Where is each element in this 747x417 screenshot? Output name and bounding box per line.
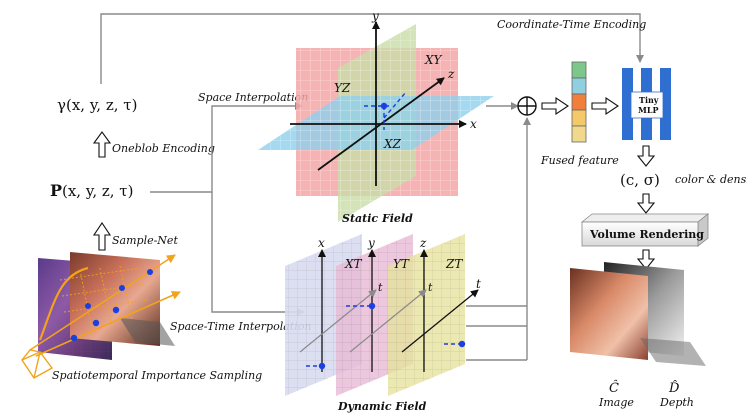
mlp-to-output-arrow xyxy=(636,145,656,167)
dyn-axis-y: y xyxy=(367,236,375,250)
dyn-axis-t3: t xyxy=(476,277,481,291)
spatiotemporal-label: Spatiotemporal Importance Sampling xyxy=(52,369,262,382)
to-outputs-arrow xyxy=(636,249,656,270)
static-field-title: Static Field xyxy=(342,212,413,225)
fused-feature-cell xyxy=(571,125,587,143)
fused-feature-cell xyxy=(571,109,587,127)
p-expression: (x, y, z, τ) xyxy=(62,182,133,200)
static-axis-y: y xyxy=(371,9,379,23)
color-sigma-expr: (c, σ) xyxy=(620,171,660,189)
fused-feature-label: Fused feature xyxy=(540,154,619,167)
dyn-axis-x: x xyxy=(318,236,325,250)
p-to-dynamic-line xyxy=(211,192,305,316)
sampling-illustration xyxy=(20,252,181,379)
fused-feature-vector xyxy=(571,61,587,143)
fused-feature-cell xyxy=(571,61,587,79)
oneblob-arrow xyxy=(92,131,112,158)
fused-feature-cell xyxy=(571,77,587,95)
dyn-plane-yt: YT xyxy=(393,257,410,271)
p-expression-bold: P xyxy=(50,181,62,200)
color-density-label: color & density xyxy=(675,173,747,186)
static-axis-z: z xyxy=(447,67,455,81)
output-images xyxy=(570,262,706,366)
fuse-to-feature-arrow xyxy=(541,96,569,116)
image-label: Image xyxy=(598,396,634,409)
dyn-plane-xt: XT xyxy=(344,257,363,271)
fusion-node xyxy=(517,96,537,116)
mlp-label-line1: Tiny xyxy=(639,95,659,105)
depth-label: Depth xyxy=(659,396,694,409)
d-hat-symbol: D̂ xyxy=(668,380,680,396)
c-hat-symbol: Ĉ xyxy=(609,379,619,396)
dynamic-field-title: Dynamic Field xyxy=(337,400,427,413)
dynamic-field xyxy=(285,234,479,396)
dyn-axis-t2: t xyxy=(428,281,433,294)
dyn-axis-t1: t xyxy=(378,281,383,294)
rendered-image xyxy=(570,268,648,360)
volume-rendering-label: Volume Rendering xyxy=(589,228,704,241)
feature-to-mlp-arrow xyxy=(591,96,619,116)
fused-feature-cell xyxy=(571,93,587,111)
sample-net-arrow xyxy=(92,222,112,251)
static-field xyxy=(258,21,494,222)
volume-rendering-box xyxy=(580,213,710,247)
gamma-expression: γ(x, y, z, τ) xyxy=(57,96,137,114)
dyn-plane-zt: ZT xyxy=(445,257,463,271)
space-time-interp-label: Space-Time Interpolation xyxy=(170,320,311,333)
static-axis-x: x xyxy=(470,117,477,131)
mlp-label-line2: MLP xyxy=(638,105,659,115)
static-plane-yz: YZ xyxy=(334,81,351,95)
dyn-axis-z: z xyxy=(419,236,427,250)
coordinate-time-line xyxy=(100,13,644,84)
coordinate-time-label: Coordinate-Time Encoding xyxy=(497,18,646,31)
space-interp-label: Space Interpolation xyxy=(198,91,308,104)
to-volume-rendering-arrow xyxy=(636,193,656,214)
static-plane-xy: XY xyxy=(424,53,443,67)
oneblob-label: Oneblob Encoding xyxy=(112,142,215,155)
tiny-mlp xyxy=(622,68,671,140)
p-to-static-line xyxy=(150,102,303,193)
static-plane-xz: XZ xyxy=(383,137,402,151)
sample-net-label: Sample-Net xyxy=(112,234,178,247)
